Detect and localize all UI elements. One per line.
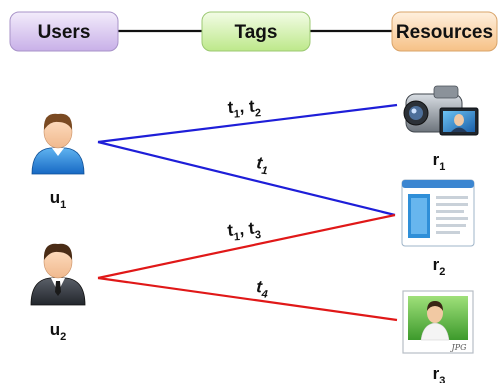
edge-label-separator: ,: [239, 97, 249, 116]
resource-label-r1-base: r: [433, 150, 440, 169]
resource-label-r1: r1: [433, 150, 446, 173]
jpg-caption: JPG: [450, 343, 468, 352]
edge-label-tag: t: [227, 98, 234, 117]
edges-layer: [97, 103, 398, 322]
user-label-u2-base: u: [50, 320, 60, 339]
jpg-photo-icon: JPG: [402, 290, 474, 354]
camcorder-icon: [403, 85, 479, 136]
edge-label-tag-index: 2: [255, 107, 262, 119]
edge-label-tag: t: [227, 221, 235, 240]
resource-label-r3: r3: [433, 364, 446, 383]
user-label-u1: u1: [50, 188, 67, 211]
user-label-u1-base: u: [50, 188, 60, 207]
resource-label-r2-base: r: [433, 255, 440, 274]
edge-label-u1-r2: t1: [255, 153, 269, 177]
edge-label-tag-index: 1: [261, 165, 268, 178]
edge-label-tag: t: [256, 277, 264, 296]
user-label-u2: u2: [50, 320, 67, 343]
edge-u2-r3: [97, 276, 398, 322]
tags-header: Tags: [201, 11, 311, 52]
user-label-u1-sub: 1: [60, 199, 66, 211]
edge-u2-r2: [97, 213, 396, 280]
edge-label-tag: t: [256, 153, 265, 173]
edge-label-tag-index: 1: [233, 108, 240, 120]
edge-label-separator: ,: [238, 219, 249, 239]
resource-label-r2: r2: [433, 255, 446, 278]
user-avatar-icon: [30, 243, 86, 306]
document-icon: [401, 179, 475, 247]
resources-header: Resources: [391, 11, 498, 52]
edge-label-tag: t: [248, 97, 255, 116]
edge-label-tag-index: 3: [254, 229, 261, 242]
user-label-u2-sub: 2: [60, 331, 66, 343]
edge-label-tag: t: [248, 219, 256, 238]
edge-u1-r1: [97, 103, 398, 144]
users-header-label: Users: [38, 22, 91, 43]
edge-label-tag-index: 1: [233, 231, 240, 244]
edge-u1-r2: [97, 140, 396, 217]
resource-label-r3-base: r: [433, 364, 440, 383]
edge-label-tag-index: 4: [260, 288, 268, 300]
tags-header-label: Tags: [235, 22, 278, 43]
edge-label-u2-r3: t4: [255, 277, 268, 301]
resource-label-r3-sub: 3: [439, 375, 445, 383]
edge-label-u1-r1: t1, t2: [227, 96, 261, 121]
resources-header-label: Resources: [396, 22, 493, 43]
user-avatar-icon: [31, 113, 85, 175]
resource-label-r2-sub: 2: [439, 266, 445, 278]
resource-label-r1-sub: 1: [439, 161, 445, 173]
edge-label-u2-r2: t1, t3: [227, 218, 262, 244]
users-header: Users: [9, 11, 119, 52]
